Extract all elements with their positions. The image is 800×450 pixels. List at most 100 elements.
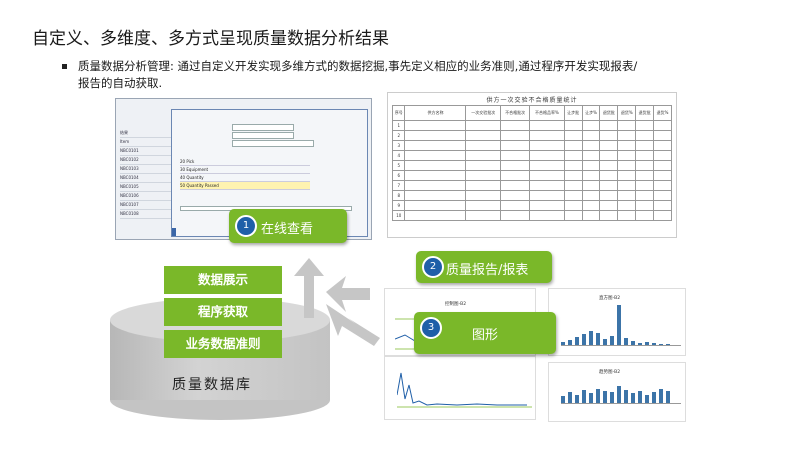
sheet-cell bbox=[465, 210, 502, 221]
sheet-cell bbox=[599, 150, 619, 161]
sheet-header: 退货批 bbox=[635, 105, 655, 121]
histogram-bar bbox=[645, 341, 649, 345]
sheet-cell bbox=[529, 140, 565, 151]
database-label: 质量数据库 bbox=[172, 377, 252, 393]
sheet-header: 退货% bbox=[653, 105, 672, 121]
callout-label: 质量报告/报表 bbox=[446, 263, 529, 278]
histogram-bar bbox=[638, 342, 642, 345]
sheet-cell bbox=[599, 120, 619, 131]
sheet-cell bbox=[563, 160, 583, 171]
sheet-row: 8 bbox=[391, 190, 672, 201]
histogram-bar bbox=[610, 336, 614, 345]
sheet-cell bbox=[529, 210, 565, 221]
sheet-cell: 9 bbox=[391, 200, 406, 211]
callout-label: 图形 bbox=[472, 328, 499, 343]
sheet-cell bbox=[563, 140, 583, 151]
sheet-cell: 4 bbox=[391, 150, 406, 161]
trend-chart-line bbox=[397, 372, 532, 408]
histogram-bar bbox=[659, 343, 663, 345]
trend-chart-panel bbox=[384, 356, 536, 420]
histogram-bar bbox=[631, 393, 635, 403]
sheet-cell bbox=[404, 190, 467, 201]
sheet-cell bbox=[563, 180, 583, 191]
histogram-bar bbox=[617, 386, 621, 403]
sheet-cell bbox=[404, 170, 467, 181]
histogram-bar bbox=[568, 340, 572, 345]
sheet-cell bbox=[529, 130, 565, 141]
sheet-cell: 7 bbox=[391, 180, 406, 191]
histogram-bar bbox=[624, 389, 628, 403]
sheet-cell bbox=[563, 130, 583, 141]
sheet-cell bbox=[581, 170, 601, 181]
sheet-cell bbox=[653, 150, 672, 161]
sheet-cell bbox=[581, 200, 601, 211]
callout-label: 在线查看 bbox=[261, 222, 314, 237]
layer-program-fetch: 程序获取 bbox=[164, 298, 282, 326]
trend-bars bbox=[561, 379, 681, 404]
sheet-cell bbox=[500, 140, 531, 151]
sheet-table: 序号 供方名称 一次交验批次 不合格批次 不合格品率% 让步批 让步% 退货批 … bbox=[391, 105, 672, 221]
chart-title: 趋势图-B2 bbox=[599, 370, 621, 375]
sheet-cell bbox=[465, 130, 502, 141]
sheet-cell bbox=[563, 150, 583, 161]
sheet-cell bbox=[581, 120, 601, 131]
description-text: 质量数据分析管理: 通过自定义开发实现多维方式的数据挖掘,事先定义相应的业务准则… bbox=[78, 59, 638, 90]
sheet-cell bbox=[635, 130, 655, 141]
sheet-cell bbox=[635, 120, 655, 131]
sidebar-row: NBC0104 bbox=[120, 174, 190, 183]
sheet-cell bbox=[500, 150, 531, 161]
sidebar-row: NBC0108 bbox=[120, 210, 190, 219]
histogram-bar bbox=[631, 341, 635, 345]
sheet-header: 让步% bbox=[581, 105, 601, 121]
dialog-titlebar bbox=[172, 228, 176, 236]
sheet-cell bbox=[563, 200, 583, 211]
sheet-cell bbox=[500, 190, 531, 201]
histogram-bar bbox=[589, 330, 593, 345]
callout-charts[interactable]: 3 图形 bbox=[414, 312, 556, 354]
sheet-cell bbox=[563, 120, 583, 131]
sheet-cell bbox=[599, 180, 619, 191]
sheet-header: 不合格品率% bbox=[529, 105, 565, 121]
sheet-cell bbox=[404, 200, 467, 211]
sheet-cell bbox=[581, 150, 601, 161]
trend-bar-panel: 趋势图-B2 bbox=[548, 362, 686, 422]
layer-business-rules: 业务数据准则 bbox=[164, 330, 282, 358]
sheet-cell bbox=[465, 160, 502, 171]
histogram-bar bbox=[596, 388, 600, 403]
histogram-bar bbox=[659, 388, 663, 403]
callout-online-view[interactable]: 1 在线查看 bbox=[229, 209, 347, 243]
sheet-cell bbox=[465, 150, 502, 161]
sheet-cell bbox=[500, 160, 531, 171]
sheet-cell bbox=[500, 130, 531, 141]
sheet-cell bbox=[500, 200, 531, 211]
sheet-cell bbox=[653, 170, 672, 181]
histogram-bar bbox=[617, 305, 621, 345]
sheet-cell bbox=[581, 130, 601, 141]
sheet-row: 5 bbox=[391, 160, 672, 171]
histogram-bar bbox=[589, 393, 593, 403]
sheet-title: 供方一次交验不合格质量统计 bbox=[486, 97, 578, 104]
sheet-cell bbox=[599, 190, 619, 201]
sidebar-row: NBC0101 bbox=[120, 147, 190, 156]
sidebar-row: 结果 bbox=[120, 129, 190, 138]
sidebar-row: NBC0103 bbox=[120, 165, 190, 174]
dialog-field bbox=[232, 124, 294, 131]
histogram-bar bbox=[666, 391, 670, 403]
sheet-cell bbox=[599, 130, 619, 141]
sheet-cell bbox=[465, 120, 502, 131]
histogram-bar bbox=[561, 341, 565, 345]
sheet-cell bbox=[599, 160, 619, 171]
sheet-row: 1 bbox=[391, 120, 672, 131]
sheet-cell bbox=[529, 200, 565, 211]
sheet-row: 7 bbox=[391, 180, 672, 191]
histogram-bar bbox=[575, 337, 579, 345]
quality-report-sheet: 供方一次交验不合格质量统计 序号 供方名称 一次交验批次 不合格批次 不合格品率… bbox=[387, 92, 677, 238]
dialog-field bbox=[232, 132, 294, 139]
sheet-cell bbox=[653, 210, 672, 221]
sheet-cell bbox=[653, 200, 672, 211]
callout-number-badge: 2 bbox=[422, 256, 444, 278]
sheet-cell bbox=[653, 140, 672, 151]
sheet-cell bbox=[635, 150, 655, 161]
callout-quality-report[interactable]: 2 质量报告/报表 bbox=[416, 251, 552, 283]
